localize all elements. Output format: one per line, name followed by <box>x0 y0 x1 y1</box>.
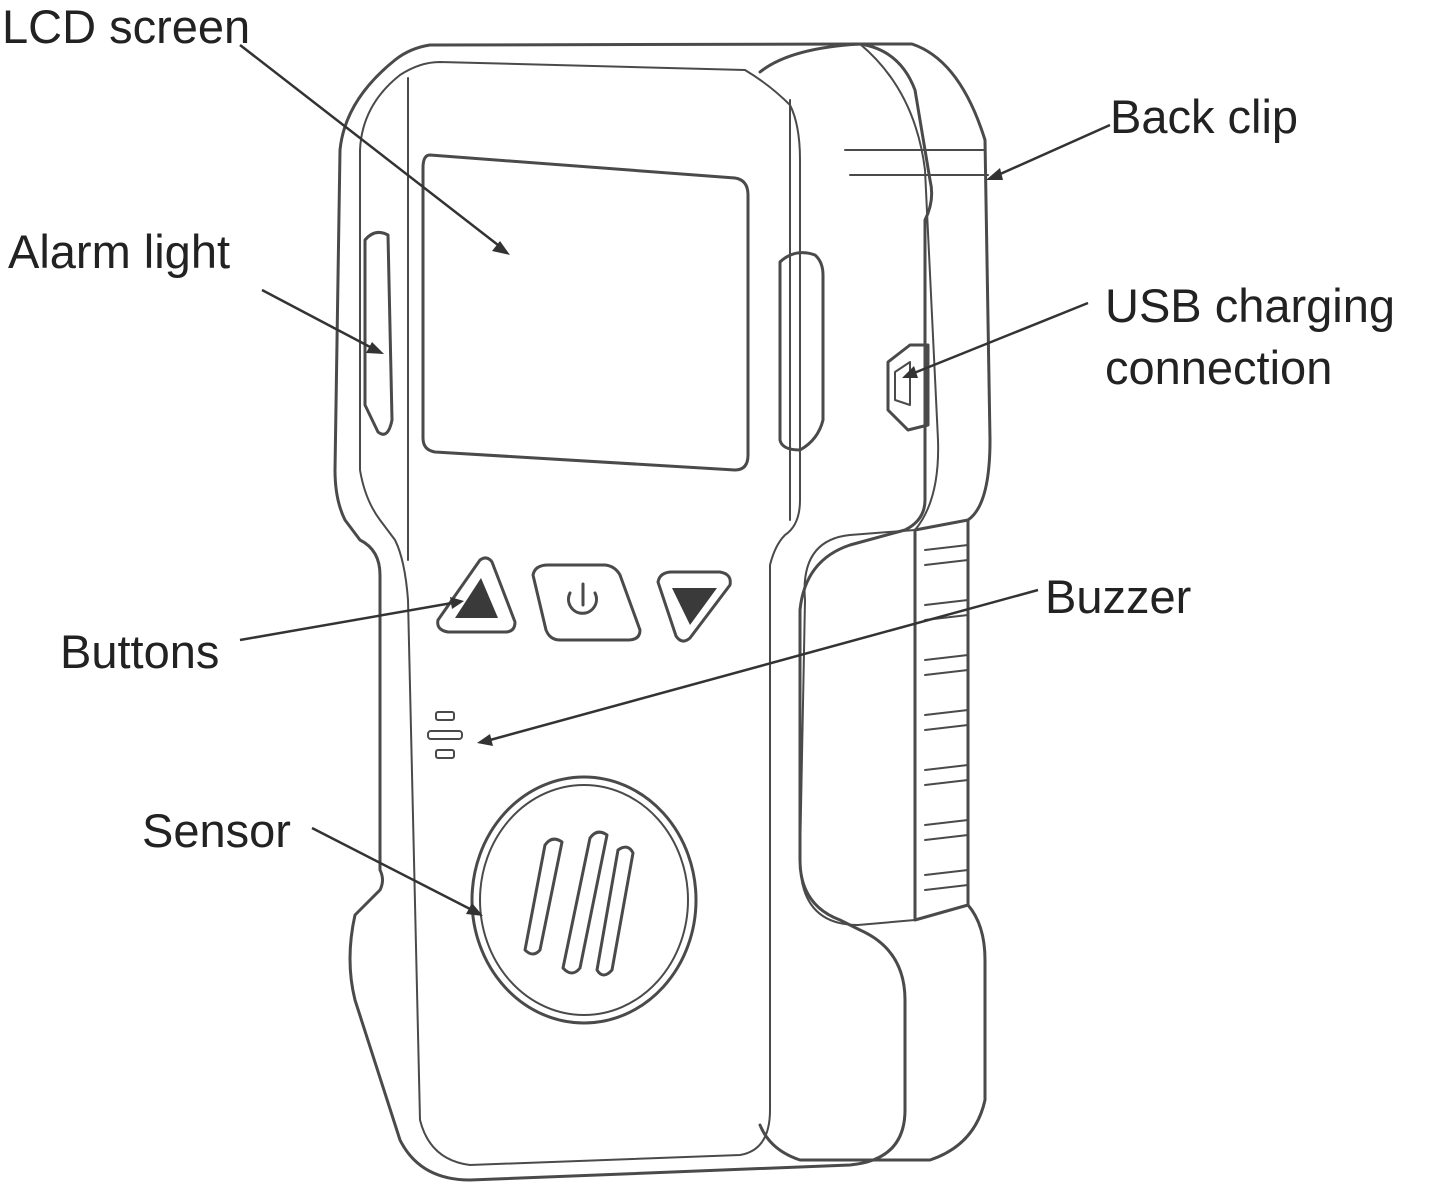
triangle-down-icon <box>672 588 717 625</box>
label-usb-connection: connection <box>1105 341 1332 394</box>
leader-alarm-light <box>261 288 384 354</box>
front-face-bevel <box>359 61 801 1166</box>
leader-usb <box>902 301 1089 378</box>
power-icon <box>567 582 598 615</box>
leader-buzzer <box>477 588 1039 746</box>
label-alarm-light: Alarm light <box>8 225 230 278</box>
sensor <box>470 775 698 1025</box>
buzzer-grille <box>427 711 463 759</box>
triangle-up-icon <box>455 578 498 618</box>
sensor-slot-3 <box>595 845 635 977</box>
up-button <box>436 556 517 634</box>
labels: LCD screen Alarm light Back clip USB cha… <box>2 0 1395 857</box>
leader-lcd-screen <box>239 44 510 255</box>
alarm-light-left <box>363 230 394 436</box>
back-clip-edge <box>859 43 940 531</box>
grip-inner <box>799 529 916 926</box>
front-face-outline <box>333 42 934 1182</box>
label-sensor: Sensor <box>142 804 291 857</box>
alarm-light-right <box>778 251 825 452</box>
usb-port-inner <box>894 361 911 406</box>
power-button <box>531 563 642 642</box>
label-lcd-screen: LCD screen <box>2 0 250 53</box>
label-usb-charging: USB charging <box>1105 279 1395 332</box>
sensor-slot-2 <box>561 830 609 975</box>
leader-back-clip <box>986 123 1111 180</box>
leader-sensor <box>311 826 483 916</box>
down-button <box>656 570 732 643</box>
leader-lines <box>239 44 1111 916</box>
label-buttons: Buttons <box>60 625 219 678</box>
grip-panel <box>913 518 970 922</box>
lcd-screen <box>421 153 750 472</box>
sensor-slot-1 <box>523 837 564 956</box>
label-buzzer: Buzzer <box>1045 570 1191 623</box>
usb-port <box>886 343 930 432</box>
grip-ridges <box>924 544 969 891</box>
leader-buttons <box>239 597 464 642</box>
label-back-clip: Back clip <box>1110 90 1298 143</box>
device-body <box>333 42 992 1182</box>
back-clip-edge-inner <box>844 149 989 176</box>
